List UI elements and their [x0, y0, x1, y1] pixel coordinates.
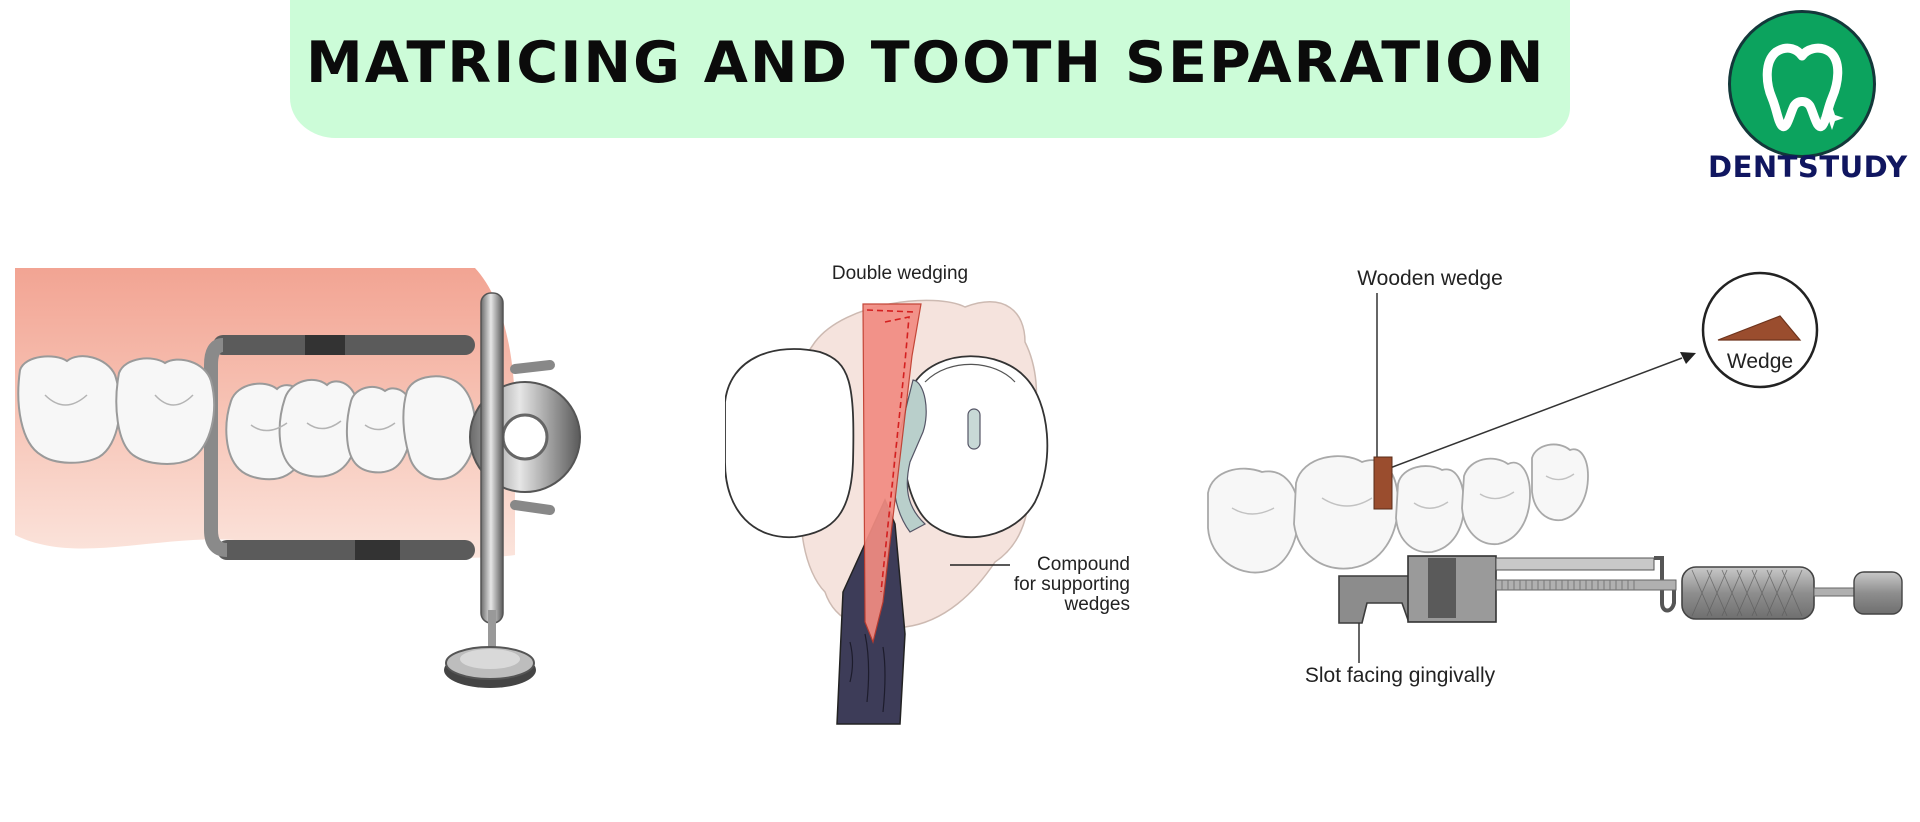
- page-title: MATRICING AND TOOTH SEPARATION: [306, 30, 1546, 96]
- logo-brand-text: DENTSTUDY: [1708, 150, 1908, 184]
- label-compound-line2: for supporting: [1014, 574, 1130, 595]
- double-wedging-illustration: Double wedging Compound for supporting w…: [725, 263, 1131, 725]
- logo-badge: [1728, 10, 1876, 158]
- label-compound-line3: wedges: [1064, 594, 1131, 615]
- dentstudy-logo: DENTSTUDY: [1708, 8, 1908, 188]
- tooth-icon: [1762, 43, 1844, 132]
- matrix-retainer-illustration: [15, 268, 581, 688]
- title-banner: MATRICING AND TOOTH SEPARATION: [290, 0, 1570, 138]
- label-wooden-wedge: Wooden wedge: [1357, 267, 1503, 290]
- label-slot-facing-gingivally: Slot facing gingivally: [1305, 664, 1496, 687]
- label-double-wedging: Double wedging: [832, 263, 968, 284]
- label-wedge-inset: Wedge: [1727, 350, 1793, 373]
- separator-illustration: Wooden wedge Wedge Slot facing gingivall…: [1207, 267, 1903, 687]
- label-compound-line1: Compound: [1037, 554, 1130, 575]
